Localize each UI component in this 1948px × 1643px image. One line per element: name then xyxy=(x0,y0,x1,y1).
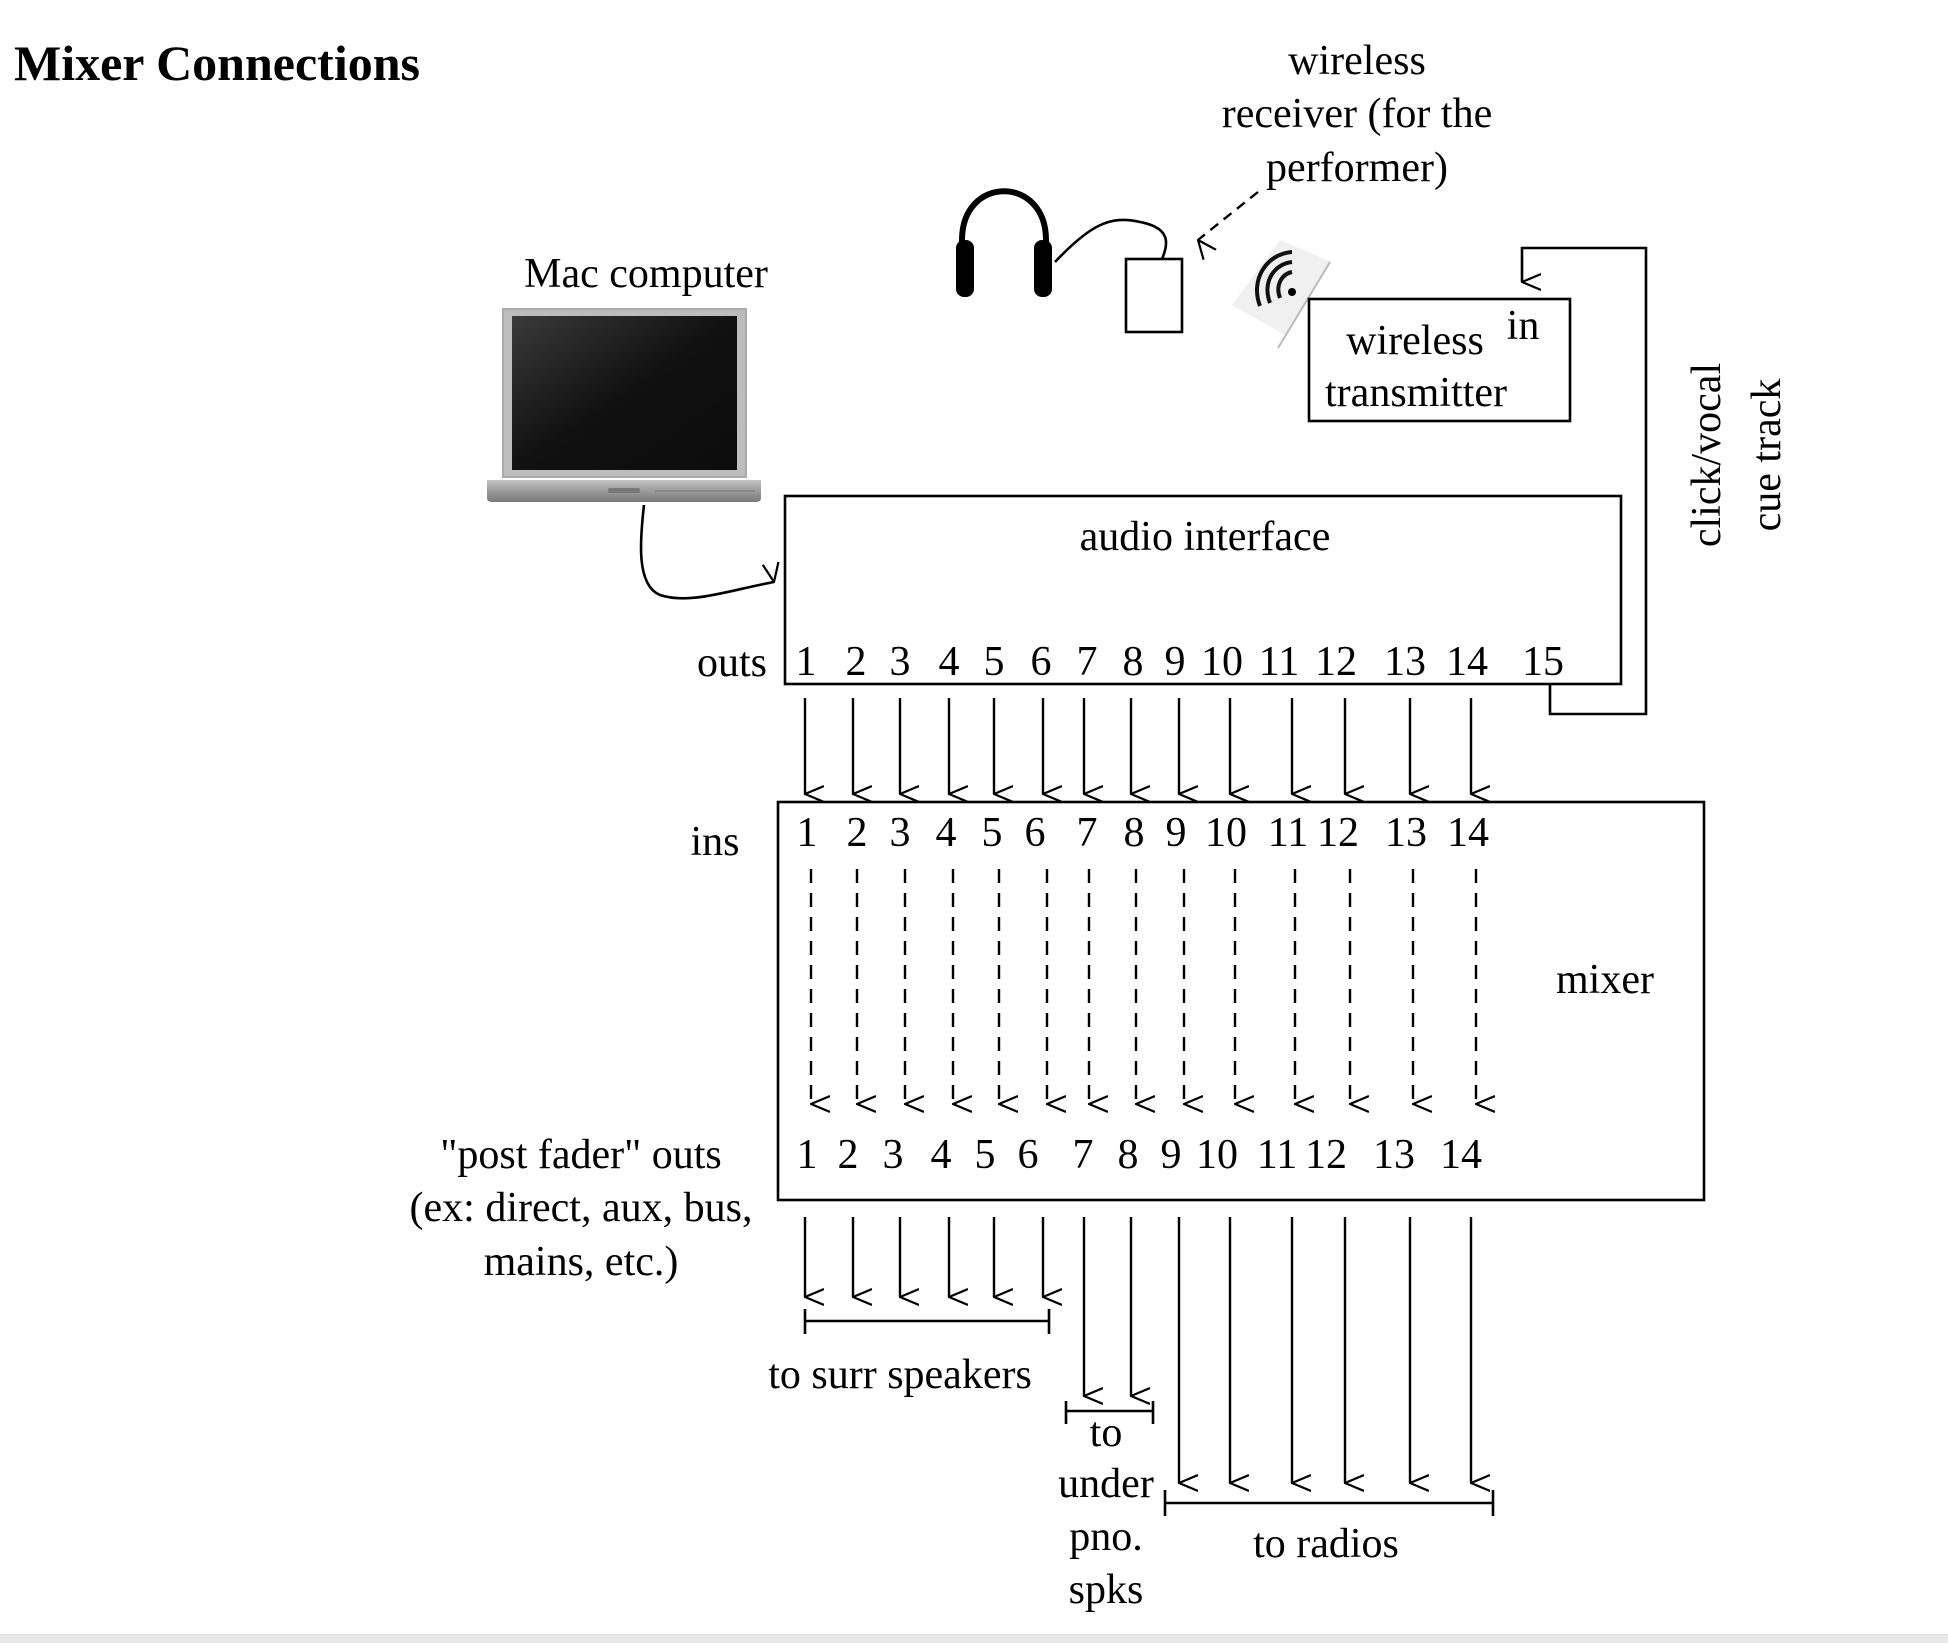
under-piano-label-line: under xyxy=(1058,1461,1154,1507)
interface-out-3: 3 xyxy=(890,639,911,685)
computer-to-interface-cable xyxy=(639,504,774,600)
mixer-in-9: 9 xyxy=(1166,810,1187,856)
transmitter-label-line: wireless xyxy=(1346,318,1484,364)
interface-out-13: 13 xyxy=(1384,639,1426,685)
mixer-in-10: 10 xyxy=(1205,810,1247,856)
transmitter-label-line: transmitter xyxy=(1325,370,1507,416)
interface-out-8: 8 xyxy=(1123,639,1144,685)
wireless-signal-icon xyxy=(1232,240,1332,349)
cue-track-label-line: click/vocal xyxy=(1684,363,1730,547)
wireless-receiver-label-line: performer) xyxy=(1266,145,1448,191)
under-piano-label-line: pno. xyxy=(1069,1514,1143,1560)
mixer-output-arrows xyxy=(803,1217,1471,1483)
mixer-out-11: 11 xyxy=(1257,1132,1297,1178)
under-piano-label: to under pno. spks xyxy=(1058,1410,1154,1613)
mixer-out-13: 13 xyxy=(1373,1132,1415,1178)
wireless-receiver-label: wireless receiver (for the performer) xyxy=(1222,38,1492,191)
mixer-in-14: 14 xyxy=(1447,810,1489,856)
cue-track-connection xyxy=(1520,246,1648,716)
post-fader-label-line: (ex: direct, aux, bus, xyxy=(410,1185,753,1231)
mixer-in-5: 5 xyxy=(982,810,1003,856)
post-fader-label: "post fader" outs (ex: direct, aux, bus,… xyxy=(410,1132,753,1285)
interface-out-5: 5 xyxy=(984,639,1005,685)
surr-speakers-bracket xyxy=(803,1309,1051,1334)
mixer-in-2: 2 xyxy=(847,810,868,856)
mixer-internal-arrows xyxy=(809,869,1476,1104)
interface-out-6: 6 xyxy=(1031,639,1052,685)
interface-to-mixer-arrows xyxy=(803,698,1471,794)
radios-label: to radios xyxy=(1253,1521,1399,1567)
mixer-in-8: 8 xyxy=(1124,810,1145,856)
interface-out-2: 2 xyxy=(846,639,867,685)
mixer-in-7: 7 xyxy=(1077,810,1098,856)
mixer-out-12: 12 xyxy=(1305,1132,1347,1178)
interface-out-7: 7 xyxy=(1077,639,1098,685)
interface-out-10: 10 xyxy=(1201,639,1243,685)
mixer-label: mixer xyxy=(1556,957,1654,1003)
cue-track-label: click/vocal cue track xyxy=(1684,363,1790,547)
bottom-bar xyxy=(0,1634,1948,1643)
mixer-out-2: 2 xyxy=(838,1132,859,1178)
mixer-out-4: 4 xyxy=(931,1132,952,1178)
mixer-out-3: 3 xyxy=(883,1132,904,1178)
receiver-box xyxy=(1124,257,1184,334)
interface-out-14: 14 xyxy=(1446,639,1488,685)
audio-interface-label: audio interface xyxy=(1080,514,1331,560)
wireless-transmitter: wireless transmitter in xyxy=(1307,297,1572,423)
ins-label: ins xyxy=(690,819,739,865)
interface-out-4: 4 xyxy=(939,639,960,685)
transmitter-in-label: in xyxy=(1507,303,1540,349)
laptop-icon xyxy=(487,308,761,502)
mac-computer-label: Mac computer xyxy=(524,251,768,297)
mixer-in-1: 1 xyxy=(797,810,818,856)
interface-out-15: 15 xyxy=(1522,639,1564,685)
radios-bracket xyxy=(1163,1490,1495,1516)
mixer-in-6: 6 xyxy=(1025,810,1046,856)
wireless-receiver-label-line: wireless xyxy=(1288,38,1426,84)
under-piano-label-line: to xyxy=(1090,1410,1123,1456)
mixer-out-9: 9 xyxy=(1161,1132,1182,1178)
mixer-in-4: 4 xyxy=(936,810,957,856)
interface-out-12: 12 xyxy=(1315,639,1357,685)
under-piano-bracket xyxy=(1064,1401,1155,1424)
interface-out-9: 9 xyxy=(1165,639,1186,685)
mixer-out-10: 10 xyxy=(1196,1132,1238,1178)
mixer-in-3: 3 xyxy=(890,810,911,856)
post-fader-label-line: mains, etc.) xyxy=(484,1239,679,1285)
interface-out-1: 1 xyxy=(796,639,817,685)
surr-speakers-label: to surr speakers xyxy=(768,1352,1032,1398)
page-title: Mixer Connections xyxy=(14,35,420,91)
wireless-receiver-label-line: receiver (for the xyxy=(1222,91,1492,137)
mixer-out-5: 5 xyxy=(975,1132,996,1178)
audio-interface-box xyxy=(783,494,1623,686)
mixer-out-14: 14 xyxy=(1440,1132,1482,1178)
mixer-out-8: 8 xyxy=(1118,1132,1139,1178)
mixer-in-11: 11 xyxy=(1268,810,1308,856)
mixer-box xyxy=(776,800,1706,1202)
post-fader-label-line: "post fader" outs xyxy=(440,1132,722,1178)
dashed-pointer-arrow xyxy=(1198,191,1259,240)
mixer-in-13: 13 xyxy=(1385,810,1427,856)
cue-track-label-line: cue track xyxy=(1744,379,1790,532)
interface-out-11: 11 xyxy=(1259,639,1299,685)
headphones-icon xyxy=(956,188,1168,297)
mixer-out-7: 7 xyxy=(1073,1132,1094,1178)
mixer-out-1: 1 xyxy=(797,1132,818,1178)
outs-label: outs xyxy=(697,640,767,686)
mixer-in-12: 12 xyxy=(1317,810,1359,856)
transmitter-box xyxy=(1307,297,1572,423)
under-piano-label-line: spks xyxy=(1069,1567,1144,1613)
mixer-out-6: 6 xyxy=(1018,1132,1039,1178)
